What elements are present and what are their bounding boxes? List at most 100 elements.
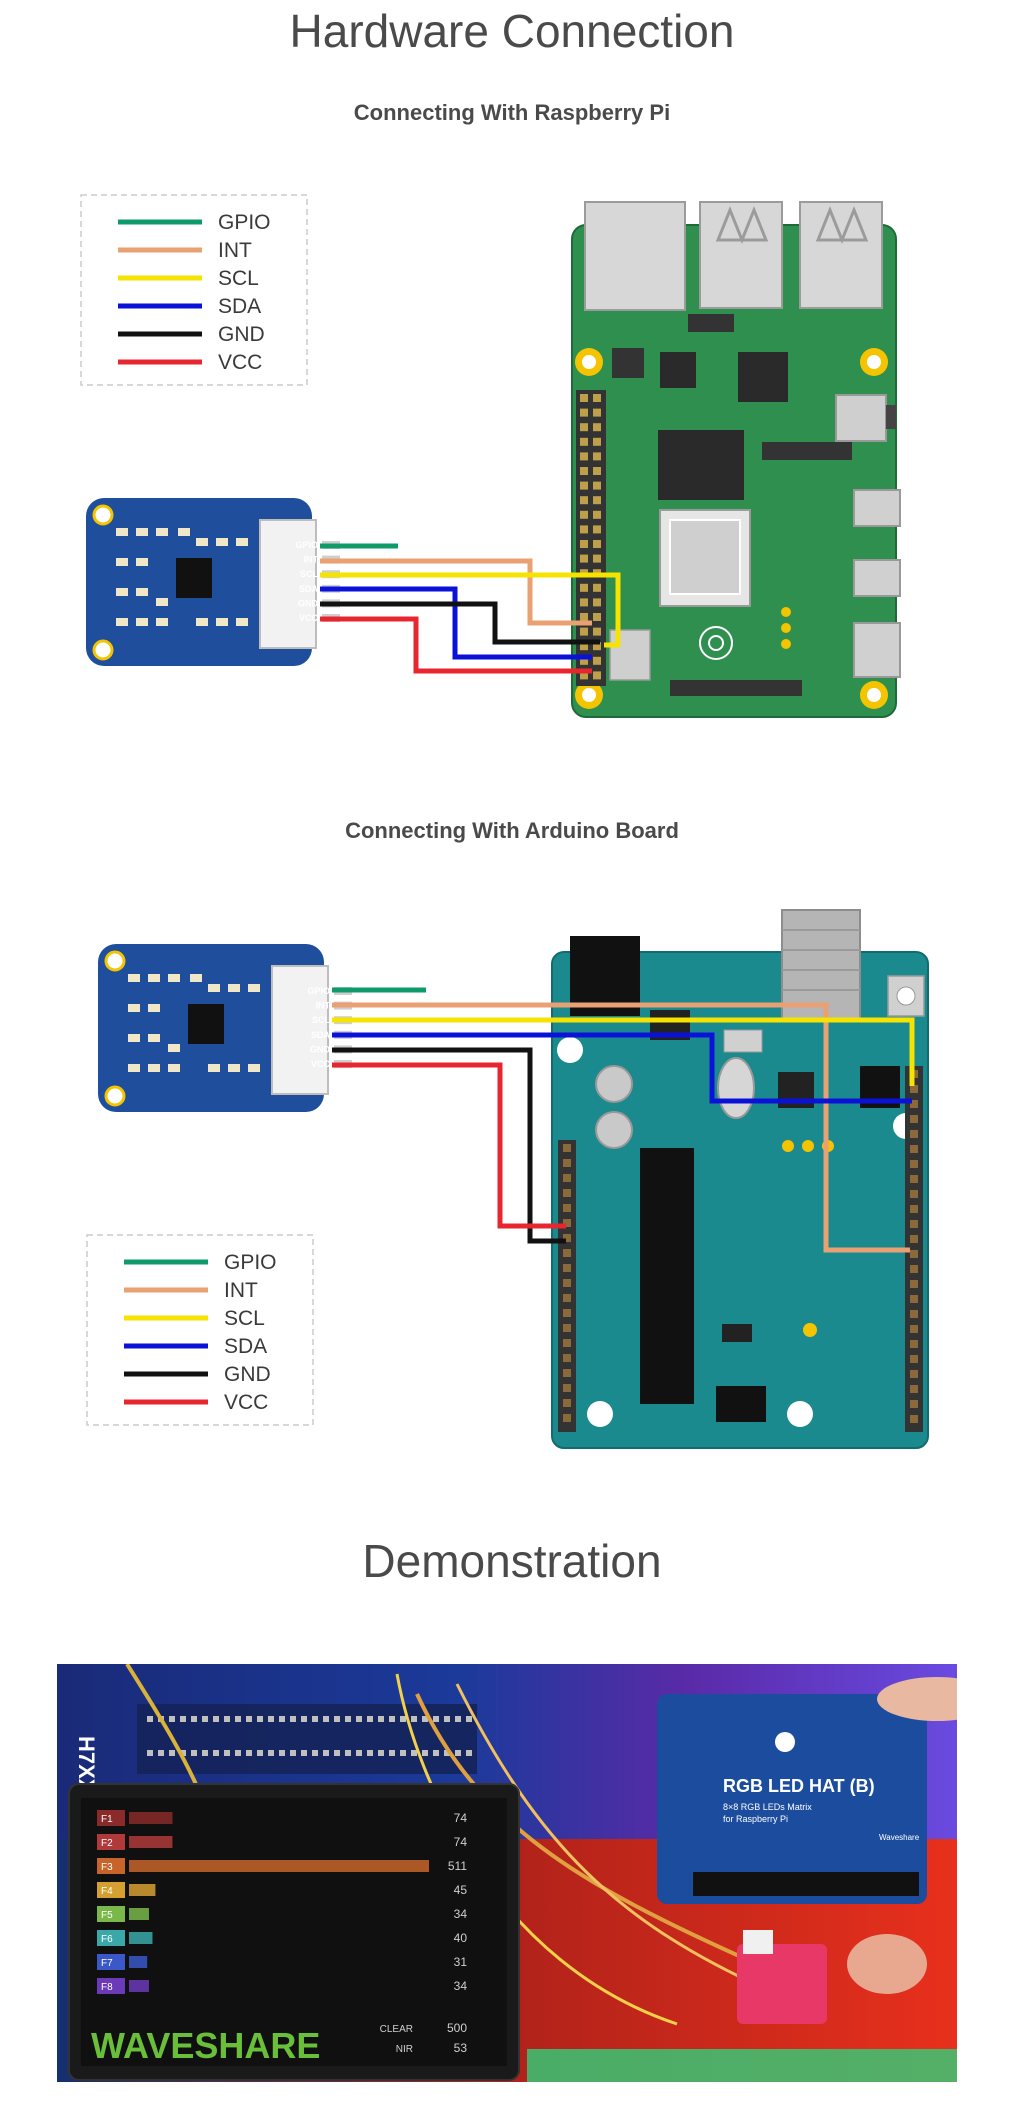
channel-label: F5	[101, 1910, 113, 1921]
arduino-legend-item-int: INT	[124, 1279, 258, 1302]
board-pin	[444, 1750, 450, 1756]
rpi-gpio-pin	[580, 598, 588, 607]
channel-value: 45	[454, 1883, 468, 1897]
board-pin	[191, 1750, 197, 1756]
rpi-sensor-component	[136, 588, 148, 596]
channel-swatch	[97, 1882, 125, 1898]
board-pin	[455, 1750, 461, 1756]
board-pin	[433, 1716, 439, 1722]
board-pin	[433, 1750, 439, 1756]
arduino-sensor-pin-label: SCL	[312, 1015, 331, 1025]
board-pin	[257, 1750, 263, 1756]
rpi-legend-item-int: INT	[118, 239, 252, 262]
board-pin	[191, 1716, 197, 1722]
channel-bar	[129, 1908, 149, 1920]
arduino-legend-item-sda: SDA	[124, 1335, 267, 1358]
rpi-gpio-pin	[593, 554, 601, 563]
arduino-sensor-component	[248, 984, 260, 992]
board-pin	[202, 1716, 208, 1722]
board-pin	[224, 1750, 230, 1756]
arduino-header-pin	[910, 1370, 918, 1378]
board-pin	[301, 1716, 307, 1722]
nir-label: NIR	[396, 2044, 413, 2055]
board-pin	[235, 1750, 241, 1756]
rpi-gpio-pin	[593, 613, 601, 621]
demonstration-title: Demonstration	[362, 1535, 662, 1587]
arduino-sensor-component	[228, 984, 240, 992]
board-pin	[213, 1750, 219, 1756]
board-pin	[323, 1716, 329, 1722]
arduino-header-pin	[910, 1100, 918, 1108]
rpi-legend-item-sda: SDA	[118, 295, 261, 318]
arduino-sensor-component	[128, 1004, 140, 1012]
channel-value: 74	[454, 1811, 468, 1825]
rpi-gpio-pin	[593, 452, 601, 461]
hat-title: RGB LED HAT (B)	[723, 1776, 875, 1796]
rpi-sensor-component	[216, 618, 228, 626]
arduino-header-pin	[563, 1249, 571, 1257]
arduino-header-pin	[563, 1399, 571, 1407]
channel-value: 511	[448, 1859, 467, 1873]
channel-label: F1	[101, 1814, 113, 1825]
rpi-sensor-component	[116, 588, 128, 596]
board-pin	[356, 1750, 362, 1756]
arduino-sensor-component	[148, 1004, 160, 1012]
arduino-sensor-component	[148, 974, 160, 982]
arduino-sensor-component	[148, 1064, 160, 1072]
board-pin	[411, 1750, 417, 1756]
arduino-legend-item-vcc: VCC	[124, 1391, 268, 1414]
arduino-legend-label: INT	[224, 1279, 258, 1302]
arduino-sensor-component	[248, 1064, 260, 1072]
board-pin	[345, 1750, 351, 1756]
rpi-gpio-pin	[580, 496, 588, 505]
arduino-header-pin	[910, 1175, 918, 1183]
hardware-connection-title: Hardware Connection	[289, 5, 735, 57]
board-pin	[279, 1750, 285, 1756]
arduino-header-pin	[910, 1130, 918, 1138]
rpi-legend-label: GPIO	[218, 211, 271, 234]
board-pin	[235, 1716, 241, 1722]
channel-value: 34	[454, 1979, 468, 1993]
arduino-sensor-pin-label: VCC	[311, 1059, 331, 1069]
rpi-gpio-pin	[580, 510, 588, 519]
board-pin	[312, 1750, 318, 1756]
arduino-legend-item-gnd: GND	[124, 1363, 271, 1386]
rpi-gpio-pin	[580, 452, 588, 461]
board-pin	[246, 1716, 252, 1722]
board-pin	[268, 1750, 274, 1756]
board-pin	[455, 1716, 461, 1722]
rpi-sensor-component	[136, 528, 148, 536]
rpi-legend-item-gpio: GPIO	[118, 211, 271, 234]
arduino-header-pin	[910, 1385, 918, 1393]
board-pin	[422, 1716, 428, 1722]
channel-label: F2	[101, 1838, 113, 1849]
clear-value: 500	[447, 2021, 467, 2035]
rpi-sensor-component	[116, 528, 128, 536]
rpi-gpio-pin	[593, 423, 601, 432]
arduino-legend-label: SCL	[224, 1307, 265, 1330]
board-pin	[411, 1716, 417, 1722]
rpi-sensor-component	[216, 538, 228, 546]
board-pin	[180, 1716, 186, 1722]
board-pin	[279, 1716, 285, 1722]
arduino-header-pin	[910, 1160, 918, 1168]
channel-label: F8	[101, 1982, 113, 1993]
board-pin	[224, 1716, 230, 1722]
arduino-header-pin	[563, 1384, 571, 1392]
arduino-header-pin	[563, 1219, 571, 1227]
rpi-gpio-pin	[593, 437, 601, 446]
board-pin	[367, 1750, 373, 1756]
arduino-sensor-component	[128, 1064, 140, 1072]
channel-bar	[129, 1980, 149, 1992]
board-pin	[400, 1750, 406, 1756]
rpi-sensor-component	[236, 618, 248, 626]
rpi-legend-item-gnd: GND	[118, 323, 265, 346]
arduino-header-pin	[563, 1189, 571, 1197]
rpi-gpio-pin	[580, 437, 588, 446]
board-pin	[444, 1716, 450, 1722]
arduino-header-pin	[910, 1205, 918, 1213]
arduino-sensor-component	[190, 974, 202, 982]
arduino-sensor-component	[168, 1064, 180, 1072]
